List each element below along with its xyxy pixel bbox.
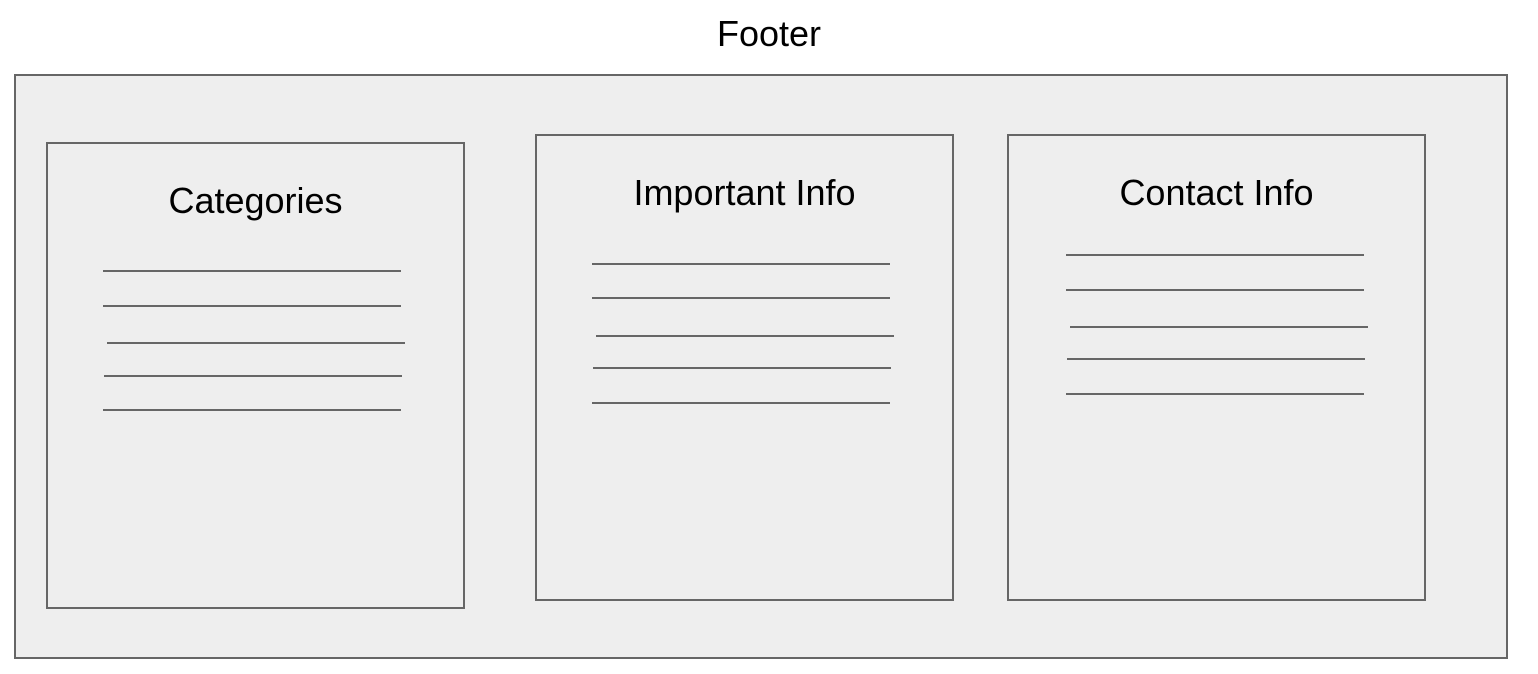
categories-heading: Categories [168,180,343,221]
categories-line-2 [103,305,401,307]
important-info-line-5 [592,402,890,404]
contact-info-line-5 [1066,393,1364,395]
contact-info-line-1 [1066,254,1364,256]
contact-info-panel: Contact Info [1007,134,1426,601]
categories-line-4 [104,375,402,377]
important-info-heading: Important Info [633,172,856,213]
categories-line-1 [103,270,401,272]
contact-info-line-3 [1070,326,1368,328]
footer-title: Footer [716,13,822,54]
footer-container [14,74,1508,659]
important-info-panel: Important Info [535,134,954,601]
contact-info-heading: Contact Info [1119,172,1314,213]
contact-info-line-2 [1066,289,1364,291]
contact-info-line-4 [1067,358,1365,360]
categories-line-3 [107,342,405,344]
important-info-line-2 [592,297,890,299]
important-info-line-4 [593,367,891,369]
categories-line-5 [103,409,401,411]
important-info-line-3 [596,335,894,337]
important-info-line-1 [592,263,890,265]
categories-panel: Categories [46,142,465,609]
